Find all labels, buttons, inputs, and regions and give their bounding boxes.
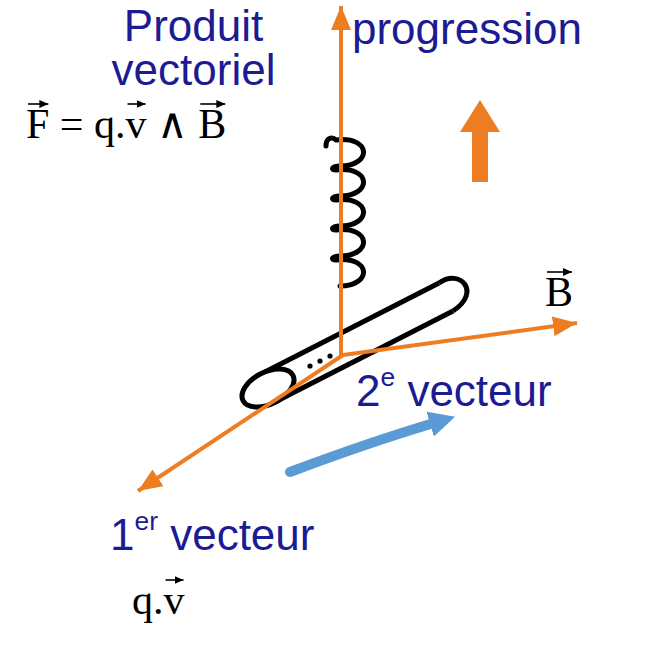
field-label: B [545,268,573,316]
text-part: 2 [356,366,380,415]
heading-label: Produit vectoriel [96,4,291,92]
charge-dot [327,353,332,358]
charge-dot [317,358,322,363]
charge-dot [307,363,312,368]
velocity-label: q.v [132,576,185,624]
tube-edge [261,283,439,374]
field-vector [343,323,577,355]
text-part: vecteur [158,510,315,559]
force-vector [339,6,343,355]
second-vector-label: 2e vecteur [356,362,552,416]
coil-spring [326,138,364,286]
first-vector-label: 1er vecteur [110,506,314,560]
superscript: er [134,506,157,536]
text-part: vecteur [395,366,552,415]
progression-label: progression [352,4,582,55]
progression-arrow [460,100,500,182]
velocity-vector [138,355,343,491]
force-formula: F = q.v ∧ B [26,100,226,148]
superscript: e [380,362,395,392]
rotation-arrow [290,423,434,472]
tube-back-end [439,278,467,311]
text-part: 1 [110,510,134,559]
